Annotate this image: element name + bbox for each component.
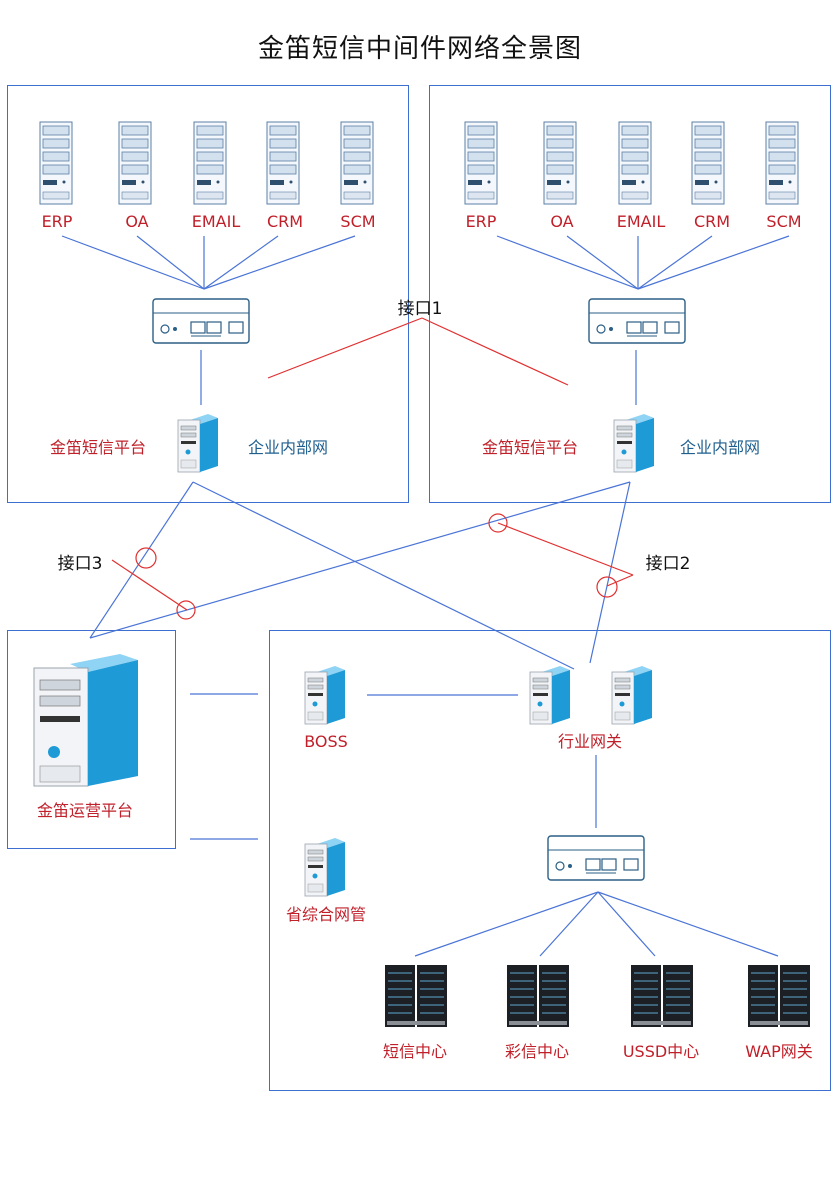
- server-rack-icon: [765, 121, 799, 205]
- server-rack-icon: [618, 121, 652, 205]
- server-rack-icon: [340, 121, 374, 205]
- enterprise-left-box: [7, 85, 409, 503]
- app-label-email: EMAIL: [191, 212, 241, 231]
- app-label-crm: CRM: [266, 212, 304, 231]
- server-cluster-icon: [747, 964, 811, 1028]
- app-label-erp: ERP: [41, 212, 73, 231]
- interface-1-label: 接口1: [397, 299, 443, 319]
- server-rack-icon: [39, 121, 73, 205]
- carrier-box: [269, 630, 831, 1091]
- app-label-scm: SCM: [340, 212, 376, 231]
- app-label-crm: CRM: [693, 212, 731, 231]
- server-rack-icon: [464, 121, 498, 205]
- diagram-title: 金笛短信中间件网络全景图: [257, 34, 582, 64]
- server-rack-icon: [543, 121, 577, 205]
- server-rack-icon: [691, 121, 725, 205]
- app-label-scm: SCM: [766, 212, 802, 231]
- server-cluster-icon: [384, 964, 448, 1028]
- ussd-center-label: USSD中心: [622, 1042, 700, 1061]
- interface-3-label: 接口3: [57, 554, 103, 574]
- app-label-oa: OA: [550, 212, 574, 231]
- boss-label: BOSS: [304, 732, 348, 751]
- server-rack-icon: [266, 121, 300, 205]
- enterprise-right-box: [429, 85, 831, 503]
- server-tower-icon: [613, 413, 655, 473]
- server-rack-icon: [193, 121, 227, 205]
- server-tower-icon: [177, 413, 219, 473]
- server-tower-icon: [529, 665, 571, 725]
- server-rack-icon: [118, 121, 152, 205]
- operator-box: [7, 630, 176, 849]
- sms-center-label: 短信中心: [382, 1042, 448, 1061]
- mms-center-label: 彩信中心: [504, 1042, 570, 1061]
- app-label-oa: OA: [125, 212, 149, 231]
- sms-platform-label: 金笛短信平台: [481, 438, 579, 457]
- server-cluster-icon: [506, 964, 570, 1028]
- wap-gateway-label: WAP网关: [745, 1042, 813, 1061]
- operator-server-icon: [33, 654, 138, 787]
- gateway-label: 行业网关: [557, 732, 623, 751]
- province-nms-label: 省综合网管: [285, 905, 367, 924]
- app-label-erp: ERP: [465, 212, 497, 231]
- switch-icon: [547, 835, 645, 881]
- intranet-label: 企业内部网: [679, 438, 761, 457]
- server-cluster-icon: [630, 964, 694, 1028]
- server-tower-icon: [304, 837, 346, 897]
- interface-2-label: 接口2: [645, 554, 691, 574]
- sms-platform-label: 金笛短信平台: [49, 438, 147, 457]
- server-tower-icon: [304, 665, 346, 725]
- operator-platform-label: 金笛运营平台: [36, 801, 134, 820]
- switch-icon: [152, 298, 250, 344]
- intranet-label: 企业内部网: [247, 438, 329, 457]
- switch-icon: [588, 298, 686, 344]
- app-label-email: EMAIL: [616, 212, 666, 231]
- server-tower-icon: [611, 665, 653, 725]
